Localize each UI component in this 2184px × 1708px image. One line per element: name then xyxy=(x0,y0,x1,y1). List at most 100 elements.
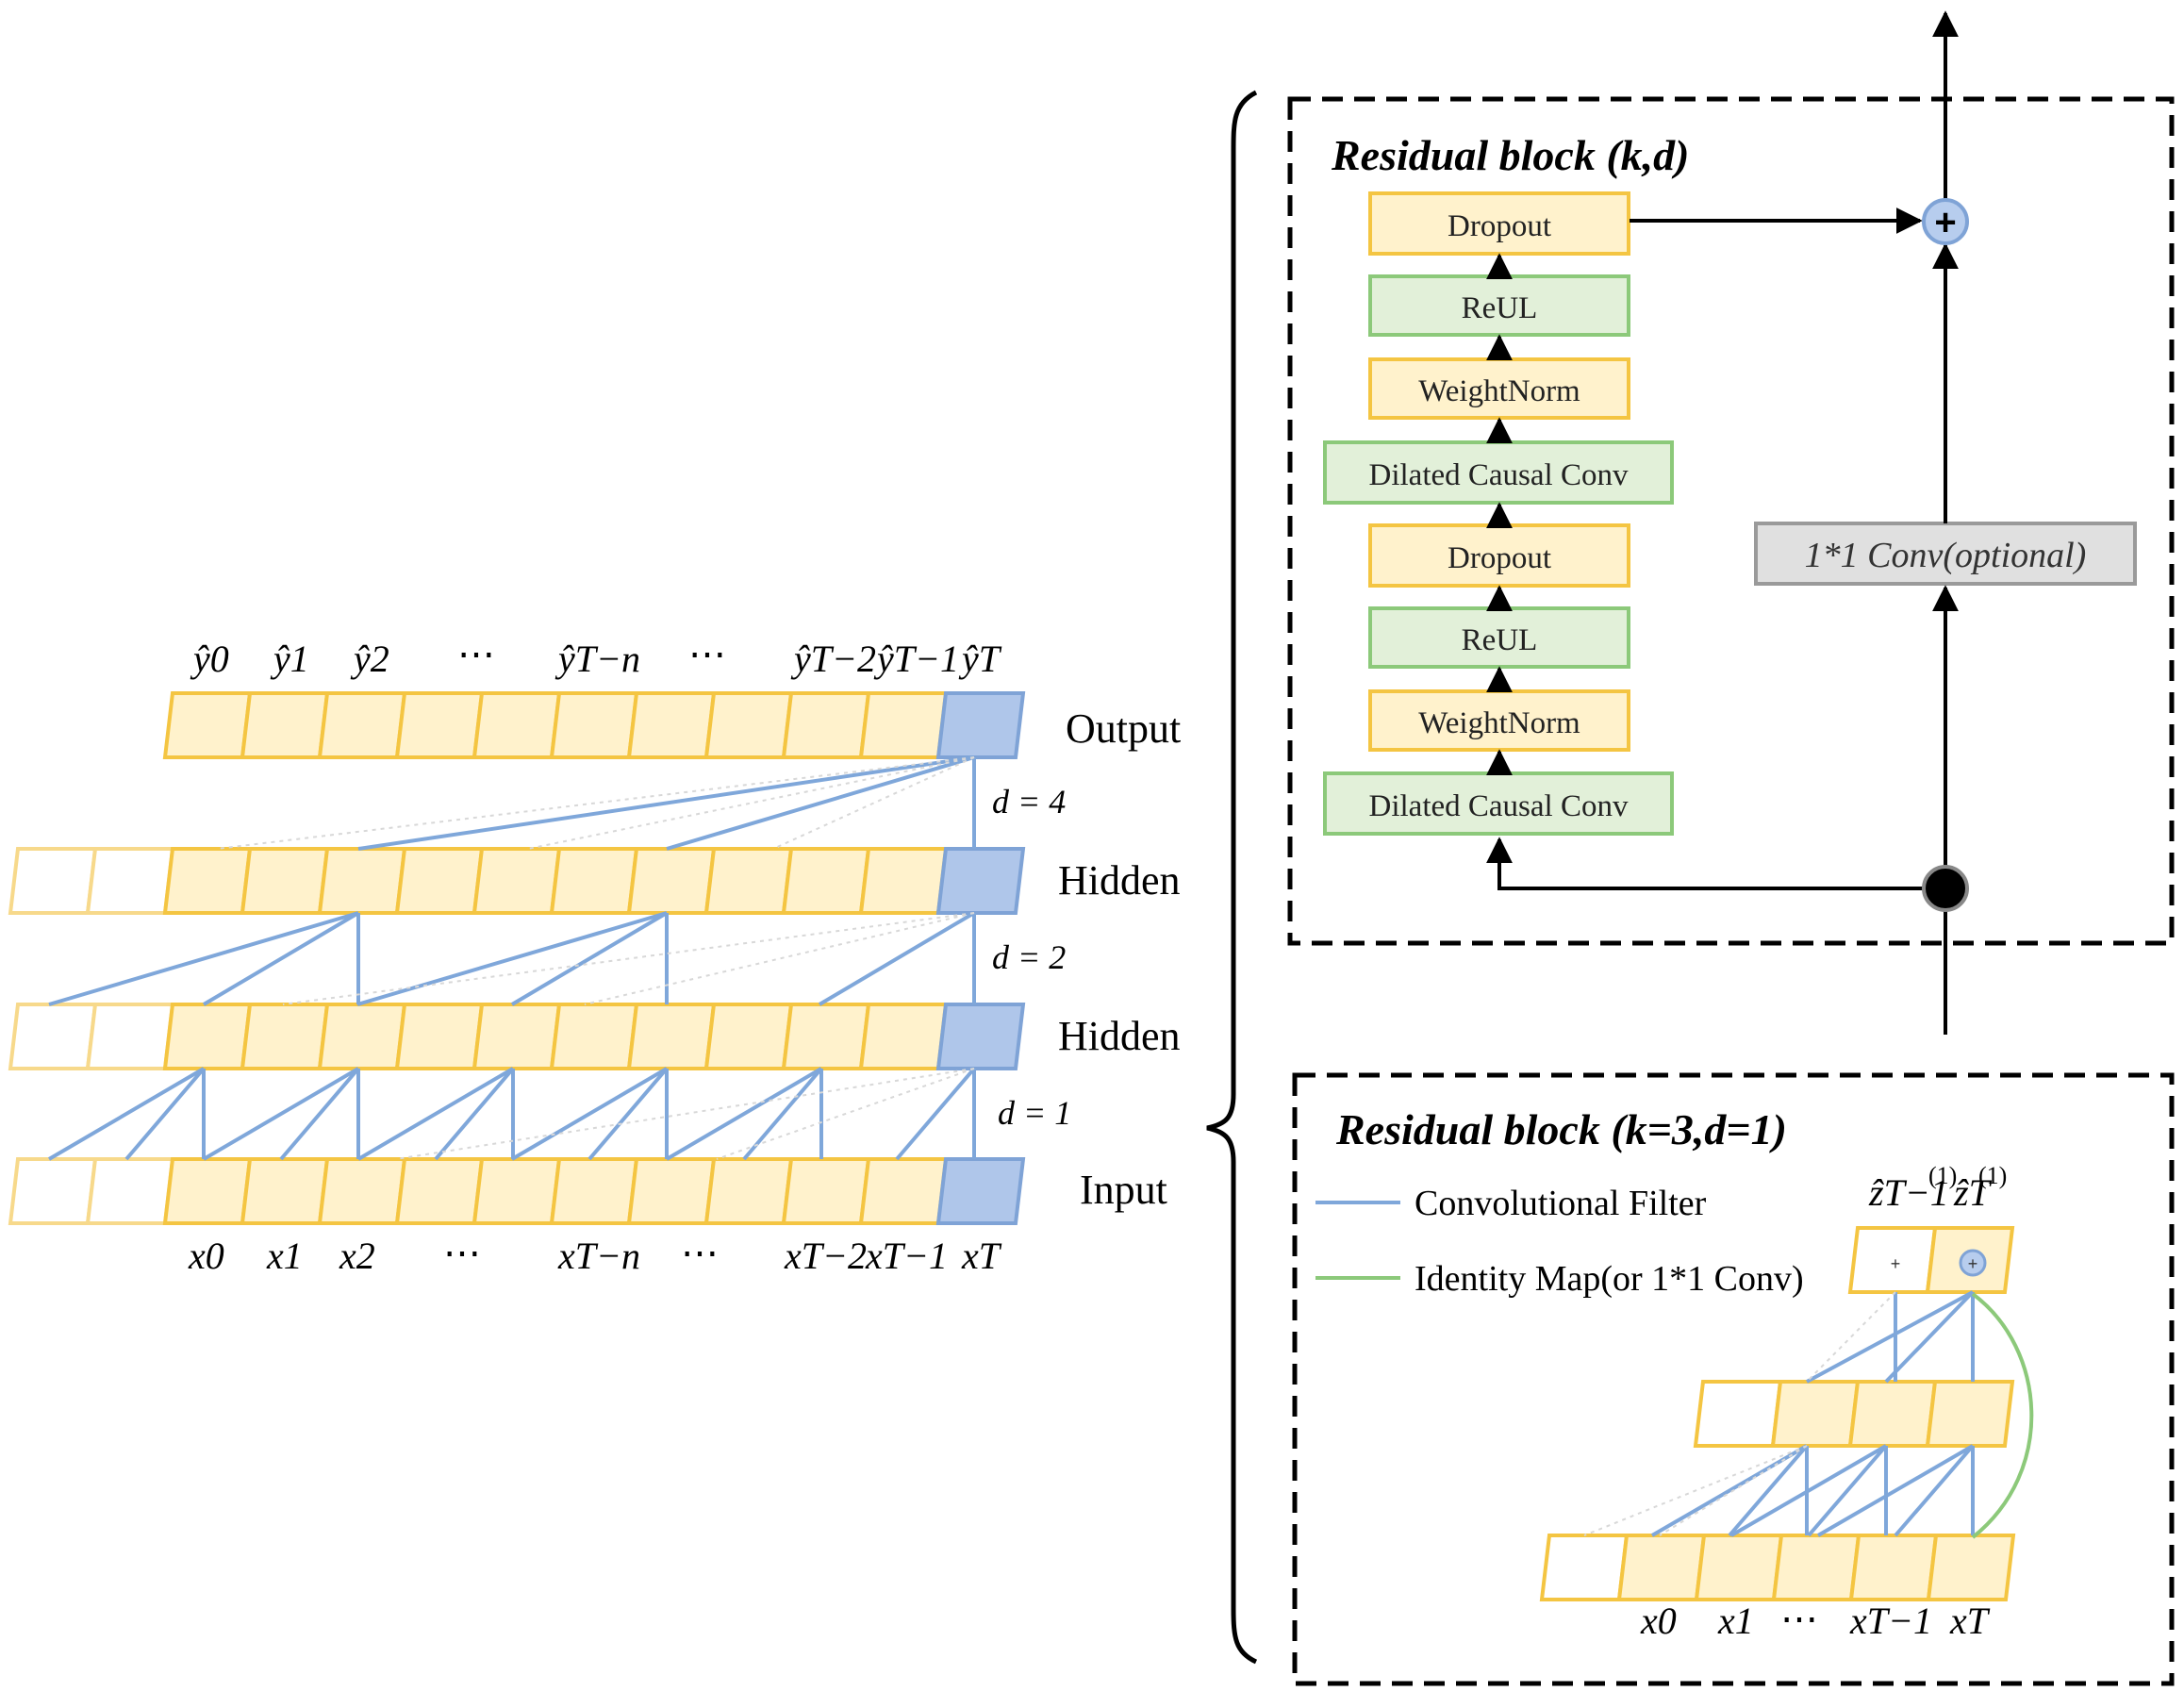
hidden2-cell xyxy=(317,1003,407,1070)
label-dots-2: ⋯ xyxy=(688,633,726,675)
tcn-filter-d1 xyxy=(510,1067,669,1161)
tcn-receptive-field-line xyxy=(772,756,975,850)
label-yTn: ŷT−n xyxy=(554,638,640,680)
ex-mid-cell xyxy=(1770,1380,1861,1448)
z-prev-plus: + xyxy=(1891,1254,1901,1273)
label-dots-1: ⋯ xyxy=(457,633,495,675)
layer-label-relu-bottom: ReUL xyxy=(1462,623,1538,657)
ex-label-x0: x0 xyxy=(1640,1600,1677,1642)
ex-label-xT1: xT−1 xyxy=(1849,1600,1932,1642)
tcn-filter-d1 xyxy=(587,1067,669,1161)
tcn-receptive-field-line xyxy=(716,1068,975,1160)
layer-box-dropout-top xyxy=(1368,191,1630,256)
layer-label-relu-top: ReUL xyxy=(1462,291,1538,325)
hidden2-cell xyxy=(394,1003,485,1070)
tcn-filter-connections xyxy=(47,755,976,1161)
layer-box-relu-bottom xyxy=(1368,606,1630,669)
input-pad-cell xyxy=(85,1157,175,1225)
label-xT1: xT−1 xyxy=(865,1235,948,1277)
label-y1: ŷ1 xyxy=(270,638,309,680)
input-cell xyxy=(626,1157,717,1225)
hidden1-pad-cell xyxy=(8,847,98,915)
tcn-filter-d1 xyxy=(895,1067,976,1161)
output-cell xyxy=(703,691,794,759)
input-cell xyxy=(162,1157,253,1225)
label-y0: ŷ0 xyxy=(190,638,229,680)
layer-box-weightnorm-top xyxy=(1368,357,1630,420)
dilation-d4: d = 4 xyxy=(992,783,1066,821)
hidden1-cell xyxy=(394,847,485,915)
hidden1-cell xyxy=(472,847,562,915)
label-x1: x1 xyxy=(266,1235,303,1277)
tcn-receptive-field-line xyxy=(216,756,975,850)
example-block-title: Residual block (k=3,d=1) xyxy=(1335,1105,1787,1153)
label-xTn: xT−n xyxy=(557,1235,640,1277)
layer-box-dilated-bottom xyxy=(1323,771,1674,836)
hidden2-cell xyxy=(240,1003,330,1070)
layer-label-weightnorm-bottom: WeightNorm xyxy=(1418,706,1580,740)
hidden1-cell xyxy=(162,847,253,915)
input-cell xyxy=(317,1157,407,1225)
ex-filter-mid xyxy=(1728,1444,1809,1537)
tcn-filter-d1 xyxy=(124,1067,206,1161)
input-cell xyxy=(858,1157,949,1225)
hidden1-cell xyxy=(858,847,949,915)
hidden-layer-2 xyxy=(8,1003,1026,1070)
tcn-filter-d1 xyxy=(665,1067,823,1161)
example-cells xyxy=(1539,1226,2016,1601)
label-in-dots-1: ⋯ xyxy=(443,1232,481,1274)
ex-mid-cell xyxy=(1925,1380,2015,1448)
ex-bot-cell xyxy=(1694,1534,1784,1601)
label-xT: xT xyxy=(961,1235,1002,1277)
layer-name-hidden-1: Hidden xyxy=(1058,857,1181,904)
layer-label-dilated-bottom: Dilated Causal Conv xyxy=(1369,789,1629,823)
conv-optional-label: 1*1 Conv(optional) xyxy=(1805,536,2087,575)
z-last-plus: + xyxy=(1968,1254,1978,1273)
tcn-filter-d2 xyxy=(818,911,976,1006)
hidden1-cell xyxy=(626,847,717,915)
ex-label-x1: x1 xyxy=(1717,1600,1754,1642)
residual-block-panel: Residual block (k,d) DropoutReULWeightNo… xyxy=(1287,10,2175,1035)
input-pad-cell xyxy=(8,1157,98,1225)
dilation-d2: d = 2 xyxy=(992,938,1066,976)
ex-filter-top xyxy=(1806,1290,1974,1384)
ex-bot-cell xyxy=(1771,1534,1861,1601)
residual-add-node xyxy=(1922,198,1969,245)
input-labels: x0 x1 x2 ⋯ xT−n ⋯ xT−2 xT−1 xT xyxy=(188,1232,1002,1277)
tcn-filter-d2 xyxy=(202,911,360,1006)
ex-filter-top xyxy=(1884,1290,1975,1384)
input-cell xyxy=(781,1157,871,1225)
output-cell xyxy=(162,691,253,759)
ex-bot-cell xyxy=(1848,1534,1939,1601)
hidden2-cell xyxy=(703,1003,794,1070)
tcn-receptive-field-line xyxy=(395,1068,975,1160)
legend-filter-label: Convolutional Filter xyxy=(1415,1184,1707,1223)
input-cell xyxy=(549,1157,639,1225)
output-cell xyxy=(858,691,949,759)
output-cell xyxy=(626,691,717,759)
output-cell xyxy=(240,691,330,759)
ex-bot-pad-cell xyxy=(1539,1534,1630,1601)
hidden-layer-1 xyxy=(8,847,1026,915)
z-label-T1-sup: (1) xyxy=(1928,1162,1957,1189)
ex-label-xT: xT xyxy=(1949,1600,1991,1642)
label-y2: ŷ2 xyxy=(350,638,389,680)
residual-block-border xyxy=(1287,96,2175,946)
identity-map-arc xyxy=(1971,1292,2034,1539)
output-cell xyxy=(472,691,562,759)
ex-filter-top-prev xyxy=(1806,1291,1896,1383)
tcn-filter-d2 xyxy=(48,911,359,1006)
input-cell xyxy=(472,1157,562,1225)
hidden2-cell xyxy=(781,1003,871,1070)
tcn-filter-d1 xyxy=(279,1067,360,1161)
legend-identity-label: Identity Map(or 1*1 Conv) xyxy=(1415,1259,1804,1299)
hidden2-pad-cell xyxy=(8,1003,98,1070)
layer-name-hidden-2: Hidden xyxy=(1058,1013,1181,1059)
output-last-cell xyxy=(935,691,1026,759)
example-z-labels: ẑT−1 (1) ẑT (1) xyxy=(1868,1162,2007,1214)
output-labels: ŷ0 ŷ1 ŷ2 ⋯ ŷT−n ⋯ ŷT−2 ŷT−1 ŷT xyxy=(190,633,1002,680)
z-last-add-node xyxy=(1959,1249,1987,1277)
layer-label-dilated-top: Dilated Causal Conv xyxy=(1369,458,1629,492)
branch-to-conv-arrow xyxy=(1486,837,1928,890)
